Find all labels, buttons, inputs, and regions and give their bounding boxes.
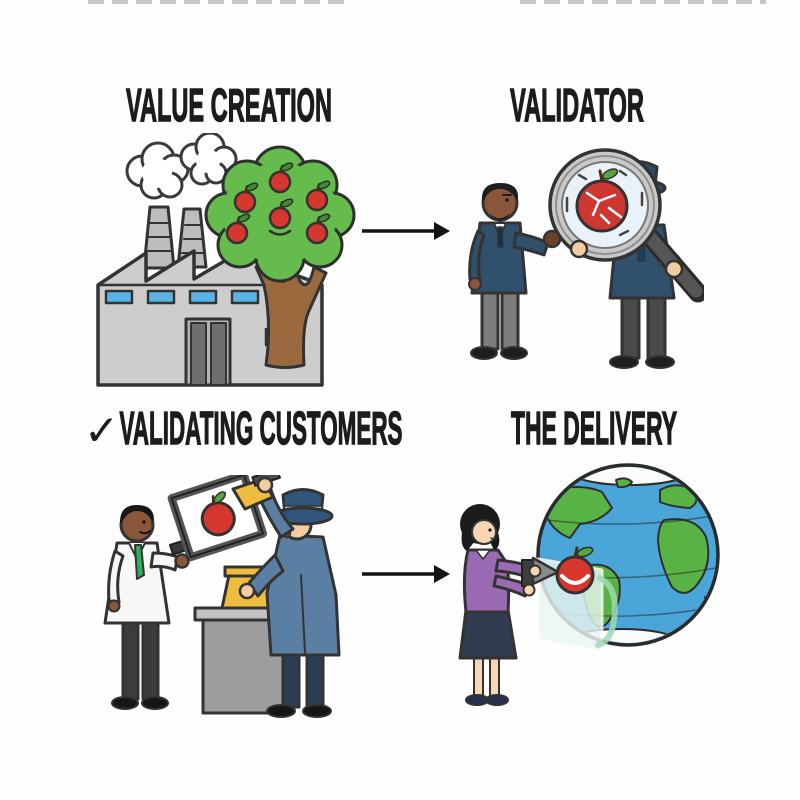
smoke-clouds-icon — [125, 133, 238, 200]
stamp-icon — [231, 475, 281, 511]
lab-coat-man — [103, 505, 180, 710]
delivery-woman — [458, 504, 560, 706]
delivery-apple-icon — [555, 546, 595, 595]
magnifier-icon — [548, 148, 662, 262]
blue-coat-man — [238, 488, 341, 718]
panel-title-validator: VALIDATOR — [509, 86, 644, 132]
check-icon: ✓ — [84, 409, 119, 454]
skirt — [458, 608, 518, 660]
chimney-icon — [142, 205, 208, 270]
flow-arrow-bottom-icon — [362, 565, 450, 583]
left-man-hand — [542, 229, 562, 249]
panel-title-value-creation: VALUE CREATION — [125, 86, 332, 132]
right-man-hand — [569, 239, 589, 259]
panel-title-validating-customers: ✓ VALIDATING CUSTOMERS — [84, 409, 403, 455]
cropped-text-remnant-right — [520, 0, 766, 4]
cropped-text-remnant-left — [88, 0, 346, 4]
lab-man-hand — [174, 553, 190, 569]
woman-face — [471, 519, 497, 545]
the-delivery-title-text: THE DELIVERY — [511, 409, 677, 454]
right-man-handle-hand — [664, 259, 684, 279]
measure-marks — [565, 169, 644, 237]
validating-customers-title-text: VALIDATING CUSTOMERS — [120, 409, 403, 454]
value-creation-title-text: VALUE CREATION — [126, 86, 332, 131]
factory-door — [184, 317, 232, 387]
validator-title-text: VALIDATOR — [510, 86, 644, 131]
validating-customers-illustration — [103, 475, 341, 718]
inspected-apple-icon — [575, 168, 629, 233]
value-creation-illustration — [96, 133, 356, 387]
panel-title-the-delivery: THE DELIVERY — [510, 409, 677, 455]
green-tie — [134, 544, 145, 580]
right-man-legs — [620, 296, 667, 360]
the-delivery-illustration — [458, 463, 720, 706]
blue-man-stamp-hand — [256, 476, 274, 494]
left-man-legs — [480, 291, 520, 351]
businessman-left — [468, 183, 550, 360]
flow-arrow-top-icon — [362, 222, 450, 240]
validator-illustration — [468, 148, 704, 369]
tree-apples — [225, 162, 331, 245]
apple-tree-icon — [204, 145, 356, 369]
